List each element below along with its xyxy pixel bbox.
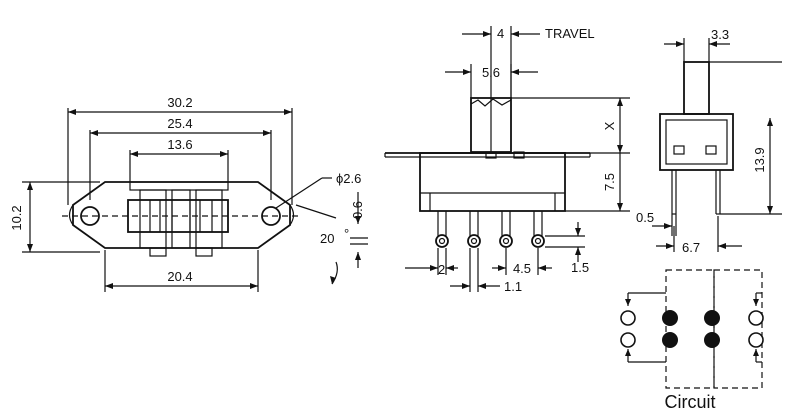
contact-closed-1 xyxy=(662,310,678,326)
dim-angle-unit: ° xyxy=(344,226,349,241)
dim-height: 10.2 xyxy=(9,205,24,230)
side-view: 4 TRAVEL 5.6 X 7.5 1.5 xyxy=(384,26,630,294)
left-mount-hole xyxy=(80,206,100,226)
contact-open-1 xyxy=(620,310,636,326)
dim-mount-hole-spacing: 25.4 xyxy=(167,116,192,131)
contact-open-2 xyxy=(748,310,764,326)
dim-pin-eye: 1.5 xyxy=(571,260,589,275)
side-pins xyxy=(435,211,545,248)
dim-actuator-width: 5.6 xyxy=(482,65,500,80)
side-body xyxy=(419,152,566,212)
circuit-right-frame xyxy=(713,269,763,389)
dim-thickness: 0.6 xyxy=(350,201,365,219)
end-actuator xyxy=(683,61,710,115)
circuit-left-frame xyxy=(665,269,715,389)
dim-body-height: 7.5 xyxy=(602,173,617,191)
dim-total-height: 13.9 xyxy=(752,147,767,172)
circuit-label: Circuit xyxy=(664,392,715,412)
dim-pin-width: 1.1 xyxy=(504,279,522,294)
front-slider-body xyxy=(127,181,229,257)
contact-open-3 xyxy=(620,332,636,348)
dim-travel: 4 xyxy=(497,26,504,41)
dim-slot-length: 13.6 xyxy=(167,137,192,152)
contact-closed-4 xyxy=(704,332,720,348)
travel-label: TRAVEL xyxy=(545,26,595,41)
dim-actuator-height: X xyxy=(602,121,617,130)
contact-closed-3 xyxy=(662,332,678,348)
dim-pin-thickness: 0.5 xyxy=(636,210,654,225)
front-view: 30.2 25.4 13.6 20.4 10.2 ϕ2.6 xyxy=(9,95,368,292)
circuit-diagram: Circuit xyxy=(620,269,764,412)
dim-pin-pitch: 4.5 xyxy=(513,261,531,276)
end-body xyxy=(659,113,734,171)
dim-row-spacing: 6.7 xyxy=(682,240,700,255)
dim-angle: 20 xyxy=(320,231,334,246)
dim-hole-diameter: ϕ2.6 xyxy=(336,171,361,186)
dim-body-length: 20.4 xyxy=(167,269,192,284)
dim-overall-length: 30.2 xyxy=(167,95,192,110)
contact-open-4 xyxy=(748,332,764,348)
dim-pin-offset: 2 xyxy=(438,262,445,277)
contact-closed-2 xyxy=(704,310,720,326)
end-view: 3.3 13.9 0.5 6.7 xyxy=(636,27,782,255)
front-mounting-plate xyxy=(72,181,291,249)
dim-actuator-thickness: 3.3 xyxy=(711,27,729,42)
